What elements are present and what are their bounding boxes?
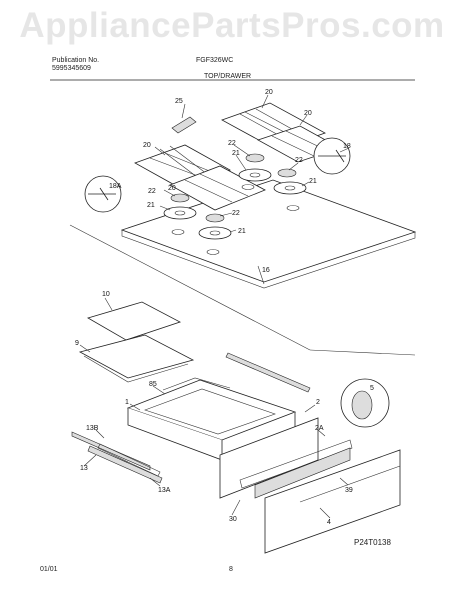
model-number: FGF326WC: [196, 57, 234, 64]
label-1: 1: [125, 399, 129, 406]
label-85: 85: [149, 381, 157, 388]
label-2a: 2A: [315, 425, 324, 432]
side-rail: [225, 352, 311, 393]
label-18a: 18A: [109, 183, 122, 190]
label-10: 10: [102, 291, 110, 298]
label-21-d: 21: [238, 228, 246, 235]
detail-18a: [84, 175, 122, 213]
drawer-front: [254, 447, 401, 554]
footer-page: 8: [229, 566, 233, 573]
label-4: 4: [327, 519, 331, 526]
label-20-top: 20: [265, 89, 273, 96]
grate-rear-left: [169, 165, 266, 211]
section-title: TOP/DRAWER: [204, 73, 252, 80]
part-25: [171, 116, 197, 134]
label-2: 2: [316, 399, 320, 406]
slide-13b: [71, 431, 151, 471]
label-5: 5: [370, 385, 374, 392]
panel-9: [78, 334, 195, 383]
publication-number: 5995345609: [52, 65, 91, 72]
label-22-c: 22: [148, 188, 156, 195]
label-13: 13: [80, 465, 88, 472]
label-30: 30: [229, 516, 237, 523]
publication-label: Publication No.: [52, 57, 100, 64]
label-20-mid: 20: [168, 185, 176, 192]
label-18: 18: [343, 143, 351, 150]
drawing-id: P24T0138: [354, 538, 391, 547]
drawer-panel: [219, 417, 353, 499]
label-16: 16: [262, 267, 270, 274]
detail-5: [340, 378, 390, 428]
burner-caps: [163, 153, 307, 255]
label-21-c: 21: [147, 202, 155, 209]
label-22-a: 22: [228, 140, 236, 147]
label-21-b: 21: [309, 178, 317, 185]
watermark: AppliancePartsPros.com: [19, 6, 445, 45]
label-21-a: 21: [232, 150, 240, 157]
label-13a: 13A: [158, 487, 171, 494]
detail-18: [313, 137, 351, 175]
panel-10: [86, 301, 182, 341]
label-20-left: 20: [143, 142, 151, 149]
label-25: 25: [175, 98, 183, 105]
label-9: 9: [75, 340, 79, 347]
footer-date: 01/01: [40, 566, 58, 573]
label-13b: 13B: [86, 425, 99, 432]
slide-13: [87, 445, 163, 484]
slide-13a: [97, 443, 161, 477]
label-39: 39: [345, 487, 353, 494]
label-20-right: 20: [304, 110, 312, 117]
label-22-d: 22: [232, 210, 240, 217]
leader-lines: [79, 94, 350, 519]
label-22-b: 22: [295, 157, 303, 164]
